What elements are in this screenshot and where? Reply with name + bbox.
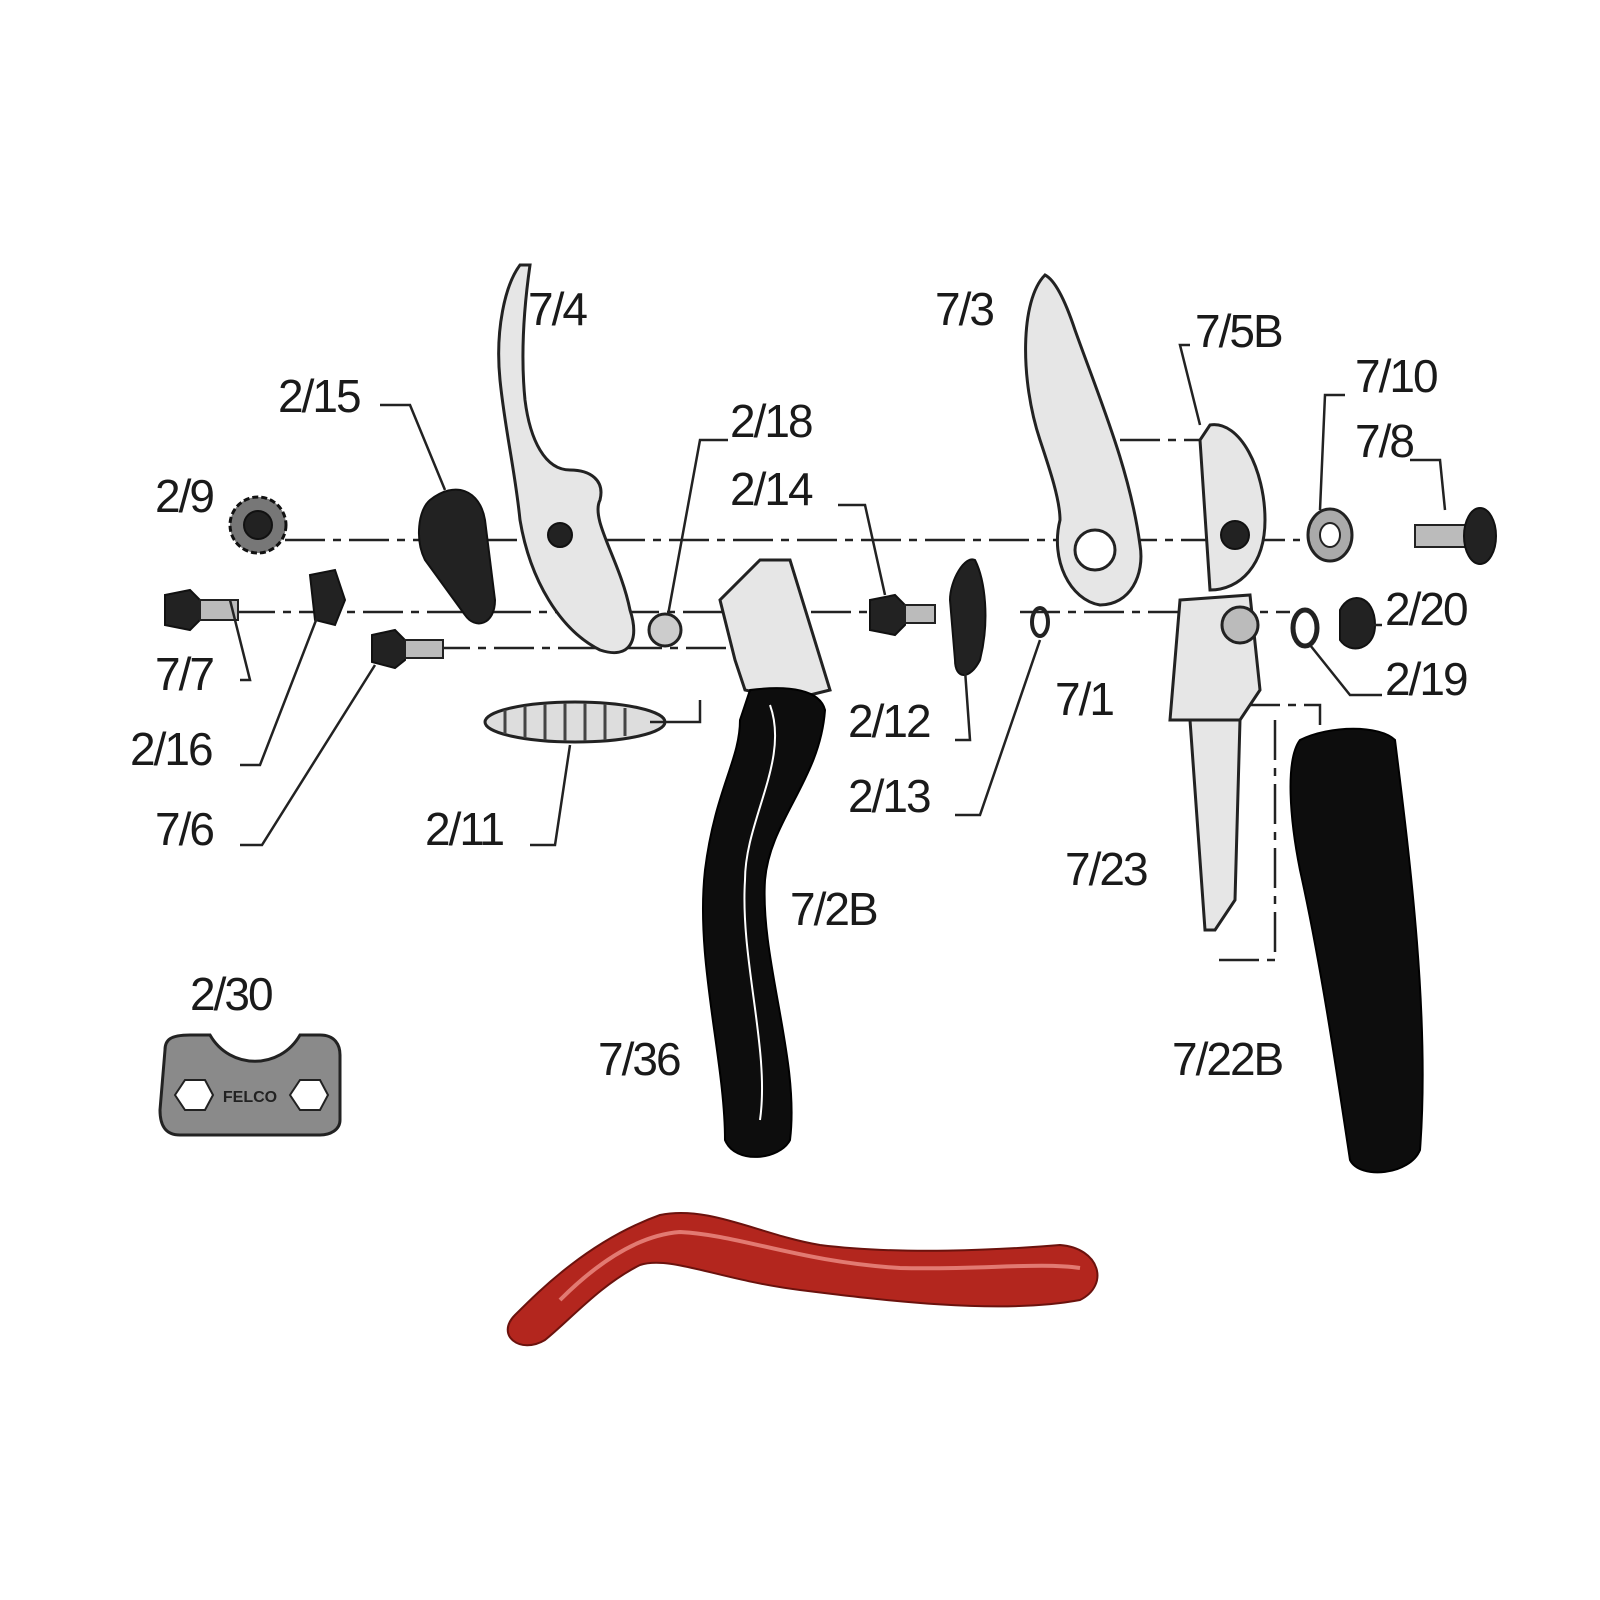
label-2-12: 2/12: [848, 695, 930, 747]
plate-2-12: [948, 558, 987, 676]
washer-2-13: [1030, 606, 1050, 638]
blade-7-3: [1024, 273, 1143, 607]
label-7-23: 7/23: [1065, 843, 1147, 895]
label-2-20: 2/20: [1385, 583, 1467, 635]
label-7-5B: 7/5B: [1195, 305, 1282, 357]
label-2-30: 2/30: [190, 968, 272, 1020]
label-2-13: 2/13: [848, 770, 930, 822]
plate-7-5B: [1198, 423, 1267, 592]
ring-2-19: [1290, 607, 1320, 649]
label-7-10: 7/10: [1355, 350, 1437, 402]
label-2-14: 2/14: [730, 463, 813, 515]
leader-lines: [228, 343, 1447, 847]
spring-2-11: [483, 700, 667, 744]
label-7-7: 7/7: [155, 648, 213, 700]
plate-2-15: [418, 488, 497, 625]
label-7-4: 7/4: [528, 283, 587, 335]
label-2-19: 2/19: [1385, 653, 1467, 705]
blade-7-4: [497, 263, 636, 655]
nut-2-9: [228, 495, 288, 555]
label-7-8: 7/8: [1355, 415, 1413, 467]
label-7-36: 7/36: [598, 1033, 680, 1085]
part-labels: 7/4 2/15 2/9 7/7 2/16 7/6 2/11 2/18 2/14…: [130, 283, 1469, 1085]
label-2-9: 2/9: [155, 470, 213, 522]
label-7-2B: 7/2B: [790, 883, 877, 935]
grip-7-22B: [1289, 727, 1424, 1174]
bolt-2-14: [869, 593, 936, 637]
wrench-2-30: FELCO: [158, 1033, 342, 1137]
bolt-7-7: [164, 588, 239, 632]
handle-7-2B: [702, 558, 832, 1158]
bolt-7-8: [1414, 507, 1497, 565]
label-2-15: 2/15: [278, 370, 360, 422]
label-7-3: 7/3: [935, 283, 993, 335]
washer-2-16: [308, 568, 347, 627]
label-2-11: 2/11: [425, 803, 504, 855]
wrench-logo: FELCO: [223, 1089, 277, 1106]
label-7-22B: 7/22B: [1172, 1033, 1283, 1085]
label-2-18: 2/18: [730, 395, 812, 447]
label-2-16: 2/16: [130, 723, 212, 775]
nut-2-18: [647, 612, 683, 648]
label-7-1: 7/1: [1055, 673, 1113, 725]
cap-2-20: [1339, 597, 1377, 650]
bolt-7-6: [371, 628, 444, 670]
bushing-7-10: [1306, 507, 1354, 563]
handle-7-1: [1168, 593, 1262, 932]
red-handle-cover: [506, 1211, 1099, 1347]
label-7-6: 7/6: [155, 803, 213, 855]
